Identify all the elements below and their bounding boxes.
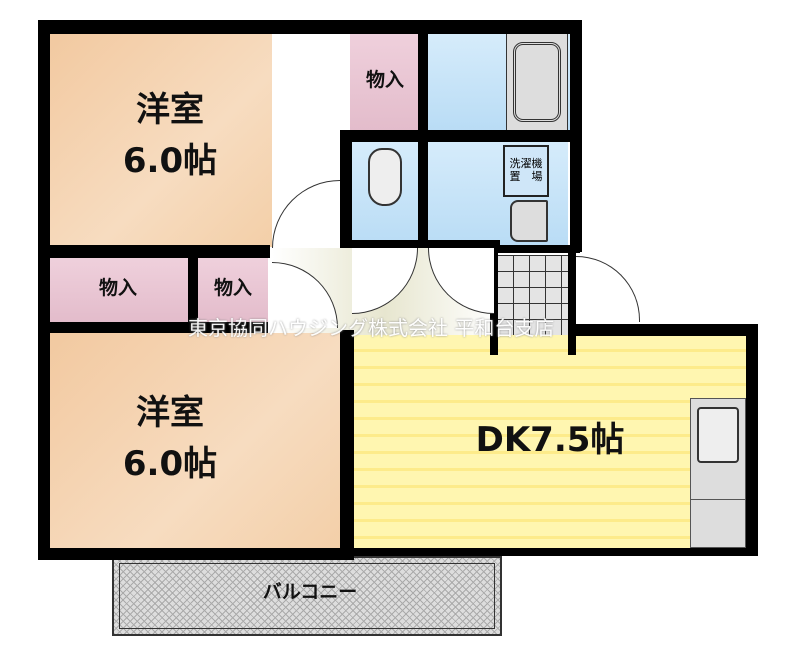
door-entrance[interactable] <box>576 256 640 322</box>
room-bottom-label: 洋室 6.0帖 <box>122 393 218 484</box>
closet-top <box>350 33 420 131</box>
door-room-top[interactable] <box>272 180 340 248</box>
washing-machine-area: 洗濯機 置 場 <box>503 145 549 197</box>
sink-icon <box>697 407 739 463</box>
toilet-icon <box>368 148 402 206</box>
dk-label: DK7.5帖 <box>475 420 625 460</box>
bathtub <box>506 33 568 131</box>
western-room-bottom <box>48 333 342 549</box>
dining-kitchen <box>352 335 748 549</box>
closet-mid-label: 物入 <box>213 277 252 299</box>
closet-left <box>48 258 188 322</box>
balcony <box>112 556 502 636</box>
washbasin <box>510 200 548 242</box>
closet-top-label: 物入 <box>365 69 404 91</box>
closet-mid <box>198 258 268 322</box>
kitchen-counter <box>690 398 746 548</box>
closet-left-label: 物入 <box>98 277 137 299</box>
watermark: 東京協同ハウジング株式会社 平和台支店 <box>188 316 555 340</box>
room-top-label: 洋室 6.0帖 <box>122 90 218 181</box>
western-room-top <box>48 33 272 247</box>
balcony-label: バルコニー <box>262 581 358 603</box>
